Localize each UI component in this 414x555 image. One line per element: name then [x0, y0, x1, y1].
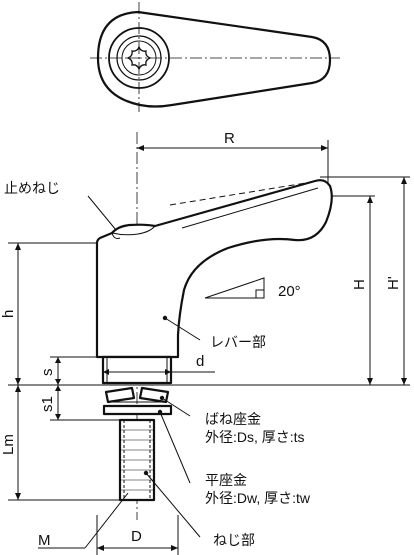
dim-d: d: [196, 353, 204, 370]
dim-H-prime: H': [385, 276, 402, 290]
label-screw: ねじ部: [213, 532, 255, 548]
label-set-screw: 止めねじ: [4, 180, 60, 196]
dim-s: s: [39, 369, 56, 377]
dim-H: H: [351, 279, 368, 290]
side-view: [95, 132, 333, 520]
dim-Lm: Lm: [0, 434, 17, 455]
top-view: [90, 2, 340, 112]
dim-s1: s1: [39, 396, 56, 412]
dim-D: D: [131, 528, 142, 545]
dim-R: R: [224, 130, 235, 147]
label-spring-washer: ばね座金: [205, 411, 261, 427]
label-flat-washer-dims: 外径:Dw, 厚さ:tw: [205, 490, 311, 506]
label-lever: レバー部: [210, 334, 266, 350]
dimension-lines: [8, 140, 410, 555]
text-labels: 止めねじ レバー部 ばね座金 外径:Ds, 厚さ:ts 平座金 外径:Dw, 厚…: [0, 130, 402, 549]
dim-M: M: [38, 532, 51, 549]
label-flat-washer: 平座金: [205, 472, 247, 488]
dim-h: h: [0, 310, 17, 318]
dim-angle: 20°: [278, 283, 301, 300]
label-spring-washer-dims: 外径:Ds, 厚さ:ts: [205, 429, 305, 445]
